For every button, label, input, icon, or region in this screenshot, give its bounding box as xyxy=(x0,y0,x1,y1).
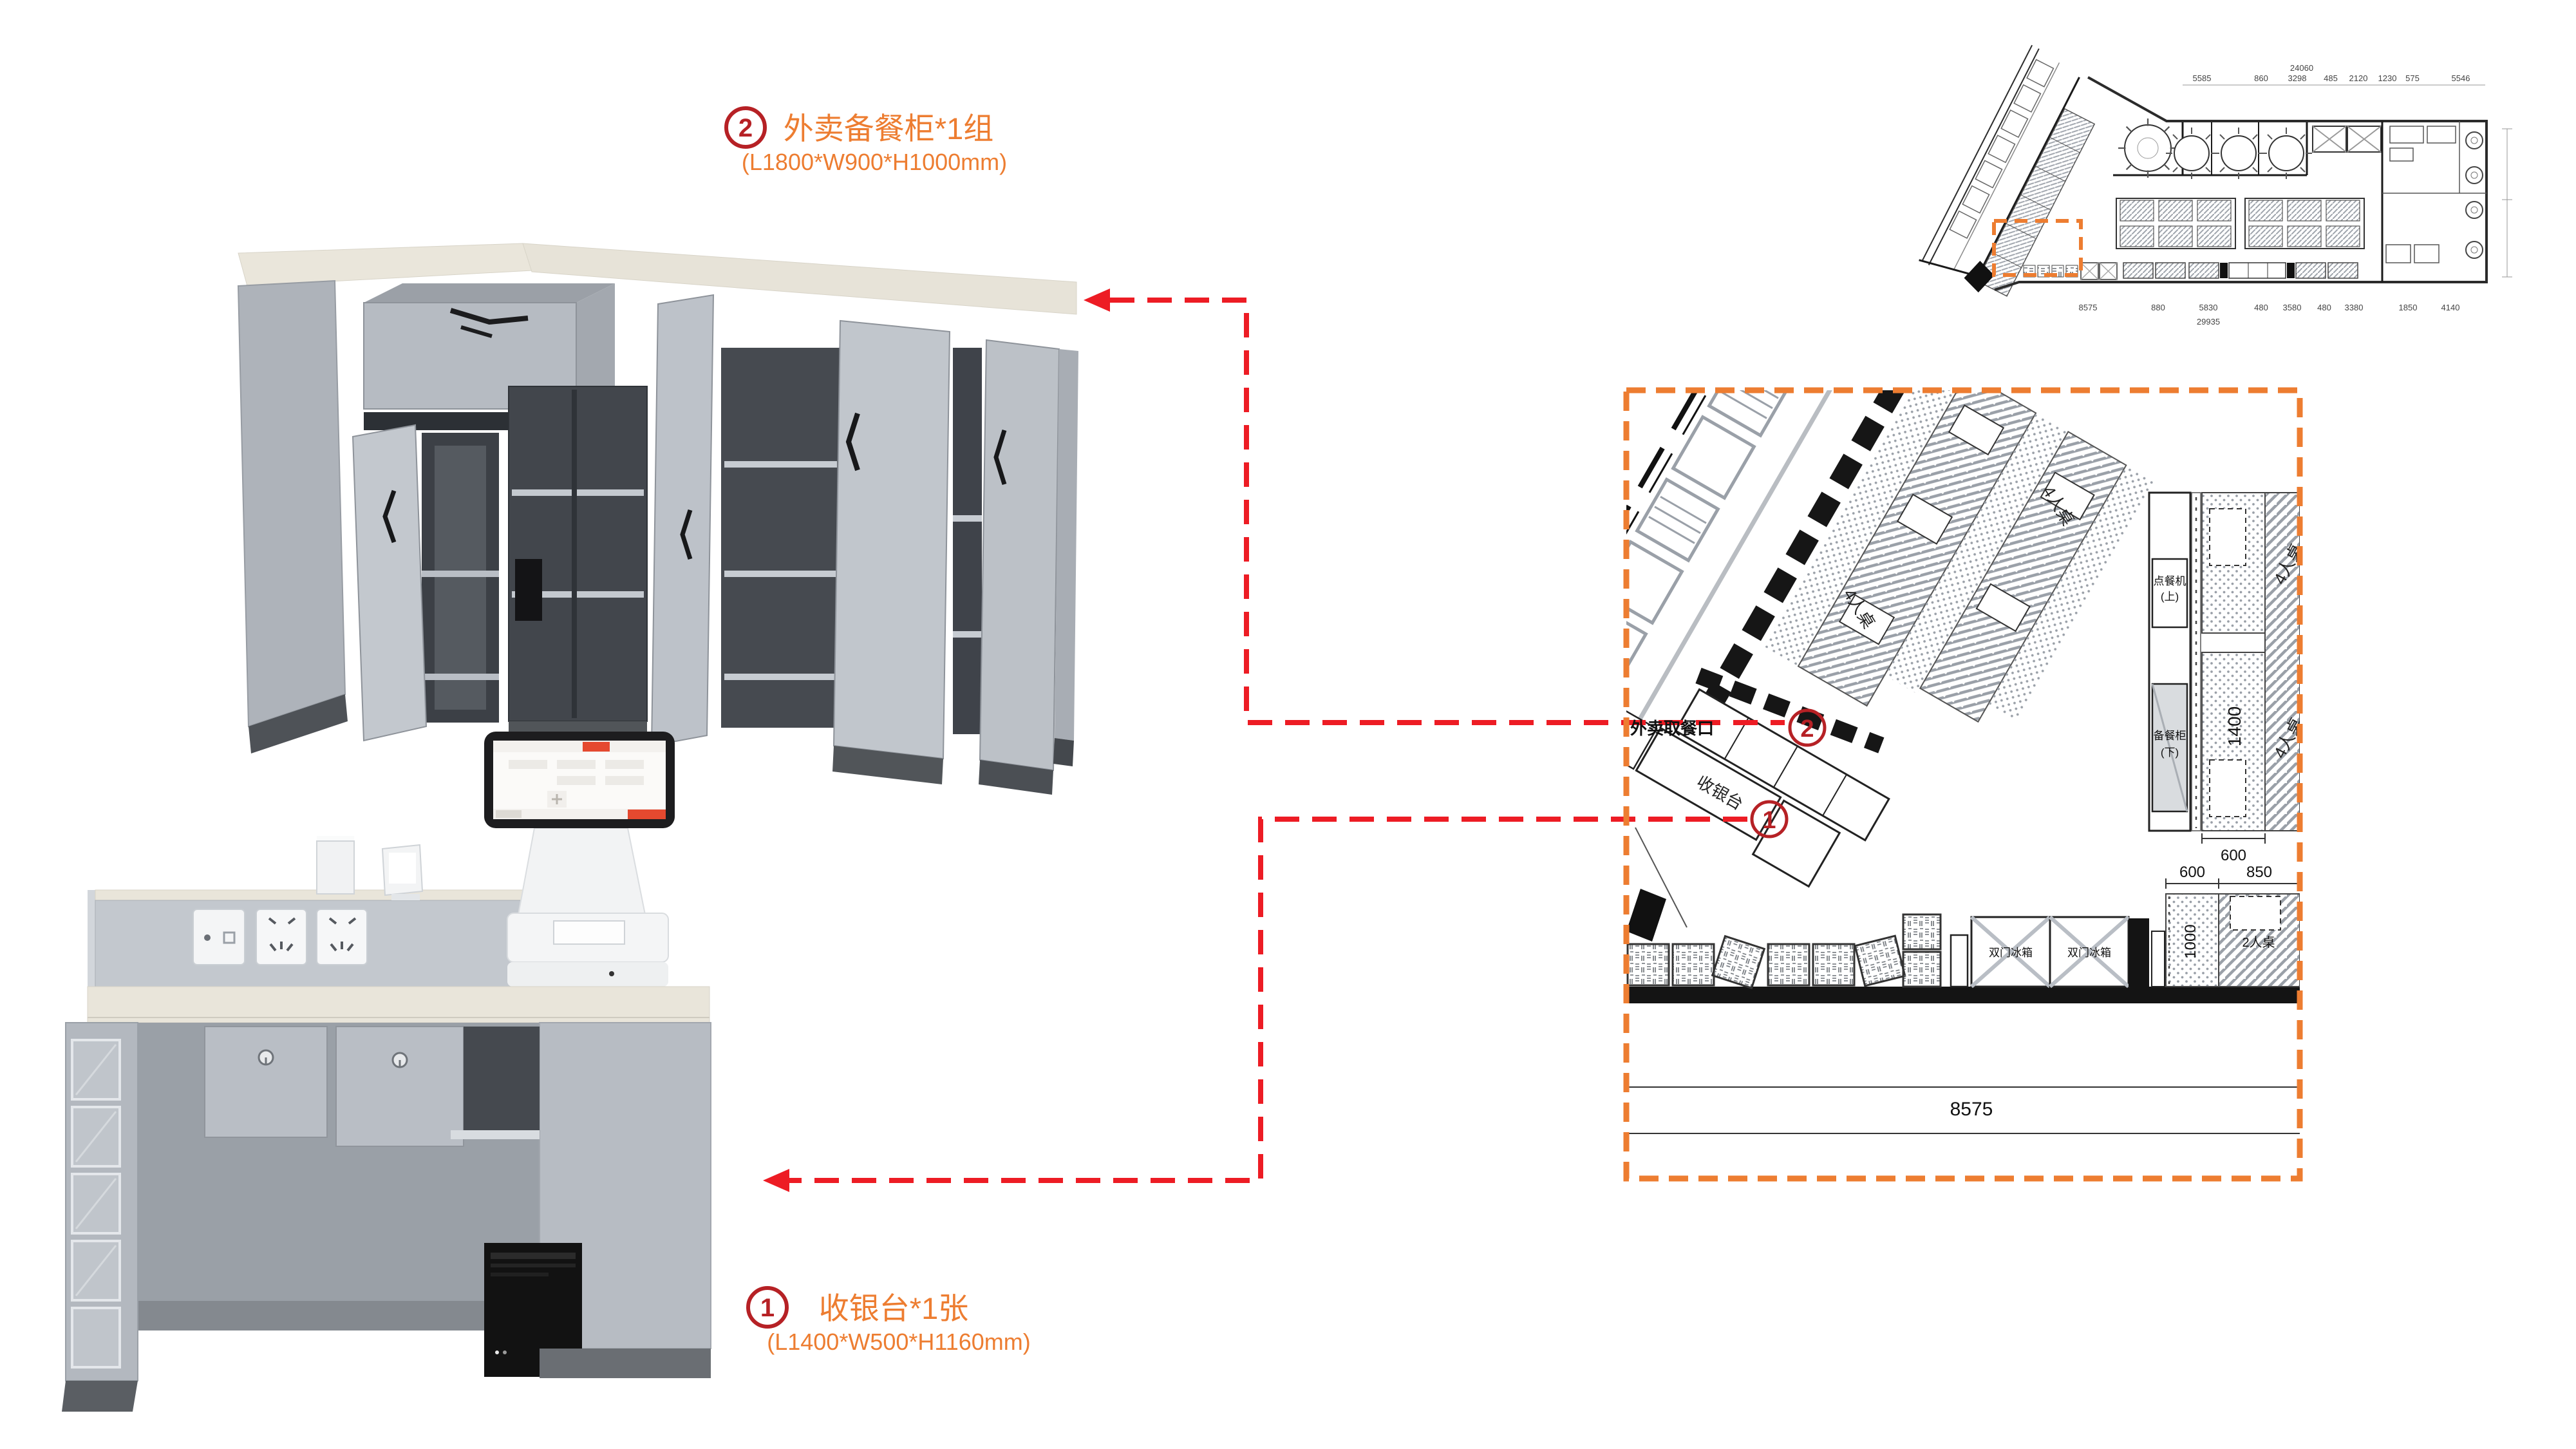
callout-size-2: (L1800*W900*H1000mm) xyxy=(742,149,1007,175)
callout-number-1: 1 xyxy=(760,1294,775,1322)
fridge-label: 双门冰箱 xyxy=(1989,947,2033,959)
cash-drawer xyxy=(335,1026,464,1147)
detail-highlight-border xyxy=(1623,387,2303,1182)
overview-booth-cluster xyxy=(2244,198,2365,249)
overview-dim: 1230 xyxy=(2378,73,2397,83)
overview-dim: 5585 xyxy=(2193,73,2212,83)
order-machine-label2: (上) xyxy=(2161,591,2179,603)
order-machine-label: 点餐机 xyxy=(2154,575,2186,587)
overview-dim: 485 xyxy=(2324,73,2338,83)
overview-dim: 1850 xyxy=(2399,303,2418,312)
marker-2: 2 xyxy=(1800,715,1814,743)
overview-dim-total-top: 24060 xyxy=(2290,63,2313,73)
cabinet-render xyxy=(237,243,1078,795)
overview-dim: 480 xyxy=(2254,303,2268,312)
overview-booth-cluster xyxy=(2116,198,2236,249)
detail-floor-plan: 4人桌 4人桌 收银台 点餐机 (上) 备餐柜 (下) xyxy=(1626,390,2300,1179)
table2-label: 2人桌 xyxy=(2242,935,2275,950)
detail-order-strip: 点餐机 (上) 备餐柜 (下) 1400 4人桌 4人桌 600 xyxy=(2148,491,2300,864)
overview-floor-plan: 24060 5585 860 3298 485 2120 1230 575 55… xyxy=(1919,44,2512,327)
detail-markers: 外卖取餐口 2 1 xyxy=(1630,708,1827,838)
callout-circle-1 xyxy=(746,1286,789,1329)
dim-600: 600 xyxy=(2179,864,2205,881)
callout-circle-2 xyxy=(724,106,767,149)
overview-dim-total-bottom: 29935 xyxy=(2197,317,2220,327)
dim-1400: 1400 xyxy=(2224,706,2244,746)
overview-dim: 2120 xyxy=(2349,73,2368,83)
marker-circle-2 xyxy=(1788,708,1827,747)
cashier-render xyxy=(62,732,711,1412)
dim-1000: 1000 xyxy=(2182,924,2199,958)
overview-dim: 3298 xyxy=(2288,73,2307,83)
overview-dim: 3580 xyxy=(2283,303,2302,312)
marker-circle-1 xyxy=(1750,800,1789,838)
connector-arrow-1 xyxy=(763,817,1747,1192)
prep-cab-label2: (下) xyxy=(2161,746,2179,759)
overview-dim: 4140 xyxy=(2441,303,2460,312)
socket-outlet xyxy=(256,909,307,965)
socket-outlet xyxy=(316,909,368,965)
callout-number-2: 2 xyxy=(738,114,753,142)
overview-dim: 480 xyxy=(2317,303,2331,312)
overview-highlight-box xyxy=(1992,219,2083,277)
overview-dim: 860 xyxy=(2254,73,2268,83)
callout-size-1: (L1400*W500*H1160mm) xyxy=(767,1329,1031,1355)
overview-dim: 575 xyxy=(2405,73,2420,83)
takeout-window-label: 外卖取餐口 xyxy=(1630,719,1714,738)
fridge-label: 双门冰箱 xyxy=(2067,947,2111,959)
dim-850: 850 xyxy=(2246,864,2272,881)
callout-title-2: 外卖备餐柜*1组 xyxy=(784,111,993,146)
callout-label-2: 2 外卖备餐柜*1组 (L1800*W900*H1000mm) xyxy=(724,106,1007,175)
overview-dim: 3380 xyxy=(2345,303,2364,312)
callout-label-1: 1 收银台*1张 (L1400*W500*H1160mm) xyxy=(746,1286,1031,1355)
detail-bottom-band: 双门冰箱 双门冰箱 1000 2人桌 600 850 8575 xyxy=(1626,864,2300,1134)
cash-drawer xyxy=(204,1026,328,1138)
callout-title-1: 收银台*1张 xyxy=(819,1291,968,1325)
overview-dim: 5546 xyxy=(2452,73,2470,83)
socket-blank-plate xyxy=(193,909,245,965)
overview-dim: 880 xyxy=(2151,303,2165,312)
arrowhead-left-icon xyxy=(1084,289,1110,312)
overview-dim: 8575 xyxy=(2079,303,2098,312)
overview-wing xyxy=(1919,44,2096,297)
connector-arrow-2 xyxy=(1084,289,1785,725)
marker-1: 1 xyxy=(1762,807,1776,834)
overview-dim: 5830 xyxy=(2199,303,2218,312)
prep-cab-label: 备餐柜 xyxy=(2154,730,2186,742)
dim-600-strip: 600 xyxy=(2221,847,2246,864)
arrowhead-left-icon xyxy=(763,1169,789,1192)
dim-8575: 8575 xyxy=(1950,1099,1993,1120)
pos-terminal xyxy=(484,732,675,987)
